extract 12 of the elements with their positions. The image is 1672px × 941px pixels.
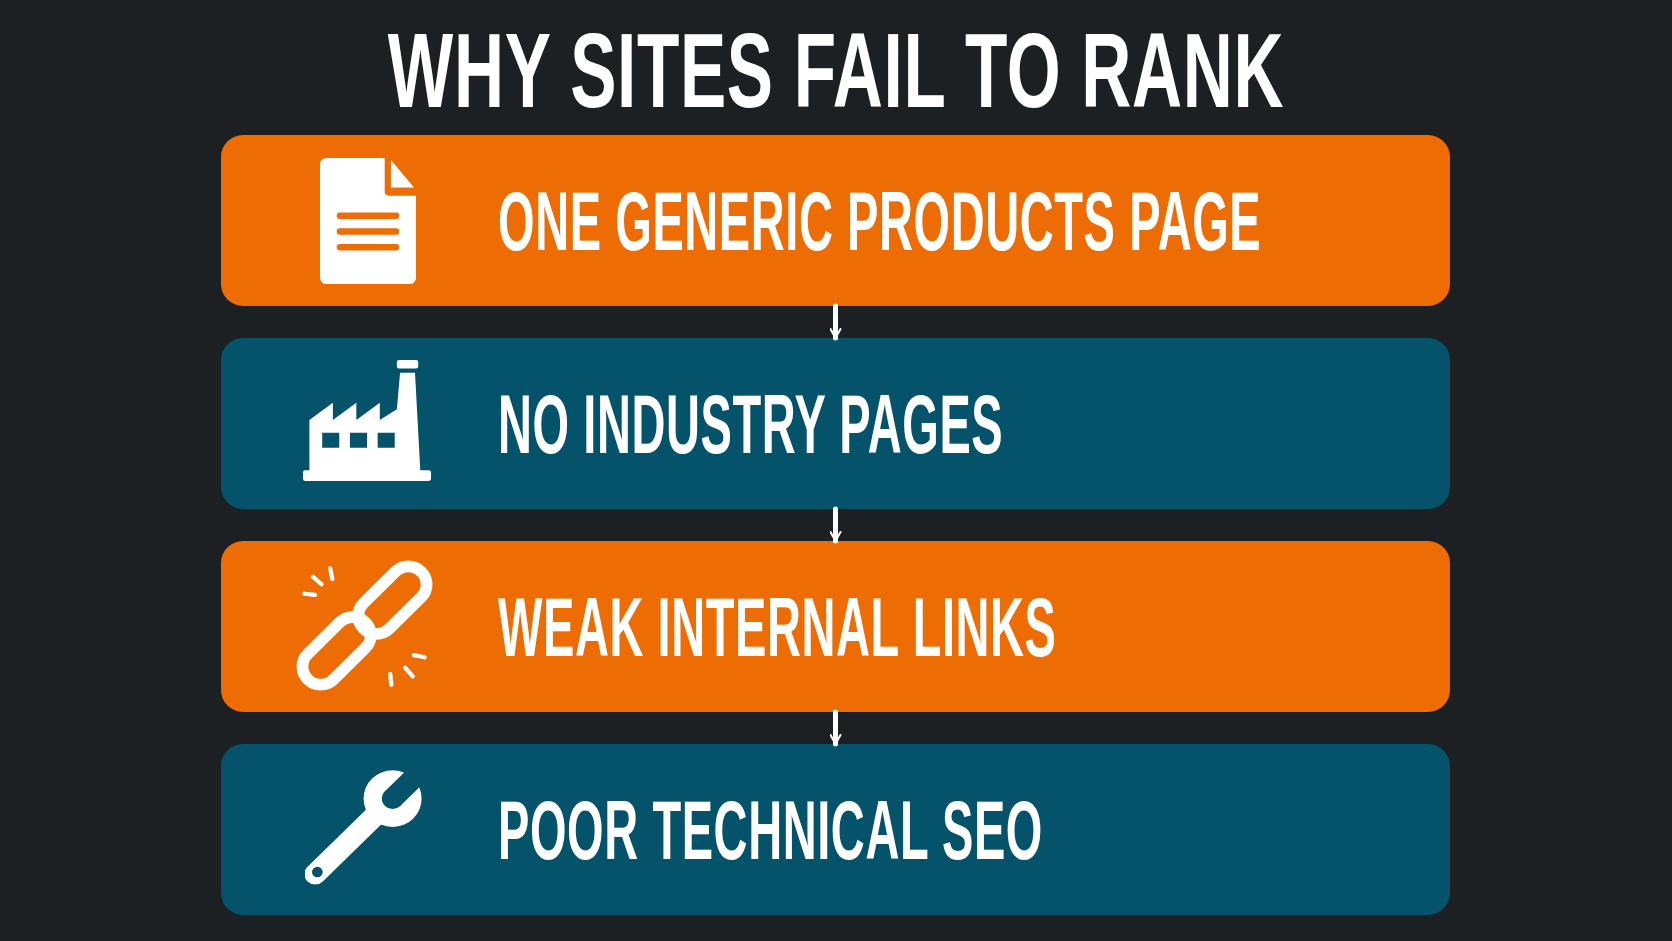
step-box <box>221 338 1450 509</box>
step-label: WEAK INTERNAL LINKS <box>498 584 1057 669</box>
step-box <box>221 541 1450 712</box>
step-box <box>221 135 1450 306</box>
step-label: NO INDUSTRY PAGES <box>498 381 1004 466</box>
step-label: ONE GENERIC PRODUCTS PAGE <box>498 178 1262 263</box>
step-label: POOR TECHNICAL SEO <box>498 787 1043 872</box>
title: WHY SITES FAIL TO RANK <box>387 18 1285 123</box>
arrow <box>829 709 842 747</box>
arrow <box>829 506 842 544</box>
arrow <box>829 303 842 341</box>
step-box <box>221 744 1450 915</box>
